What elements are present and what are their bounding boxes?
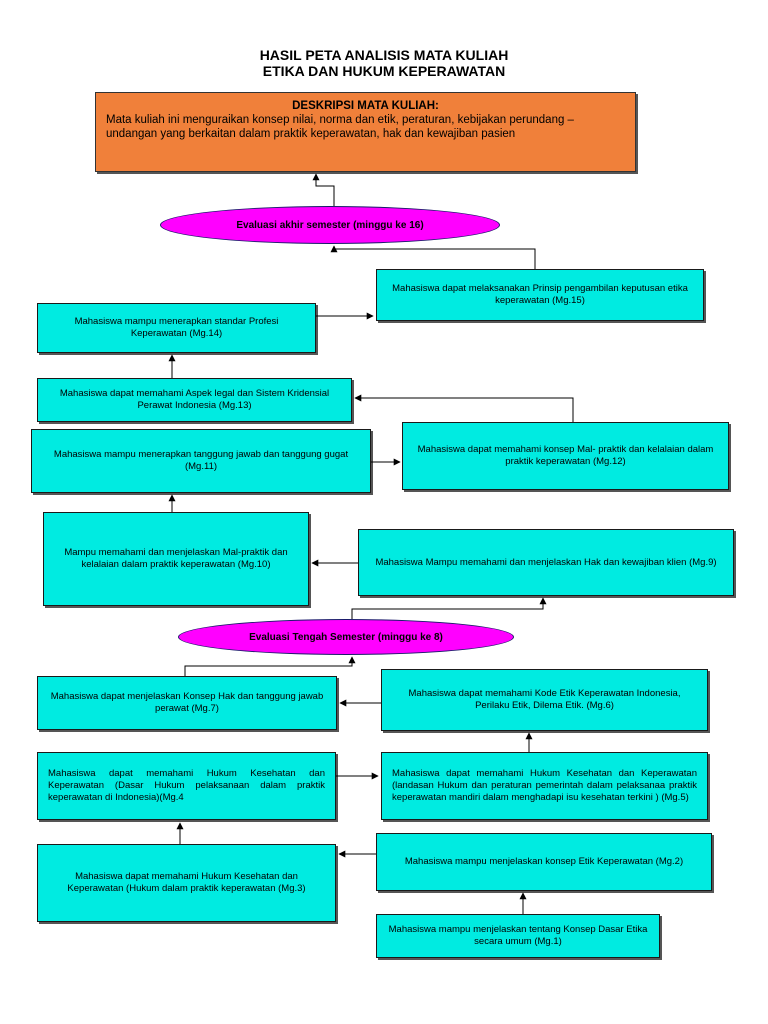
arrow-mg7-to-mid <box>184 656 356 676</box>
outcome-box-mg15: Mahasiswa dapat melaksanakan Prinsip pen… <box>376 269 704 321</box>
outcome-box-mg6: Mahasiswa dapat memahami Kode Etik Keper… <box>381 669 708 731</box>
outcome-text-mg7: Mahasiswa dapat menjelaskan Konsep Hak d… <box>50 691 324 714</box>
outcome-text-mg2: Mahasiswa mampu menjelaskan konsep Etik … <box>404 856 684 867</box>
midterm-exam-label: Evaluasi Tengah Semester (minggu ke 8) <box>249 631 443 643</box>
outcome-text-mg15: Mahasiswa dapat melaksanakan Prinsip pen… <box>392 283 688 306</box>
outcome-box-mg14: Mahasiswa mampu menerapkan standar Profe… <box>37 303 316 353</box>
outcome-box-mg3: Mahasiswa dapat memahami Hukum Kesehatan… <box>37 844 336 922</box>
diagram-title-line2: ETIKA DAN HUKUM KEPERAWATAN <box>262 63 506 79</box>
outcome-box-mg1: Mahasiswa mampu menjelaskan tentang Kons… <box>376 914 660 958</box>
outcome-text-mg3: Mahasiswa dapat memahami Hukum Kesehatan… <box>67 871 306 894</box>
outcome-box-mg4: Mahasiswa dapat memahami Hukum Kesehatan… <box>37 752 336 820</box>
outcome-text-mg4: Mahasiswa dapat memahami Hukum Kesehatan… <box>48 768 325 803</box>
outcome-text-mg13: Mahasiswa dapat memahami Aspek legal dan… <box>59 388 330 411</box>
course-description-box: DESKRIPSI MATA KULIAH: Mata kuliah ini m… <box>95 92 636 172</box>
outcome-text-mg12: Mahasiswa dapat memahami konsep Mal- pra… <box>417 444 714 467</box>
diagram-title-line1: HASIL PETA ANALISIS MATA KULIAH <box>259 47 509 63</box>
outcome-box-mg2: Mahasiswa mampu menjelaskan konsep Etik … <box>376 833 712 891</box>
arrow-mg12-to-mg13 <box>354 394 574 422</box>
final-exam-label: Evaluasi akhir semester (minggu ke 16) <box>236 219 424 231</box>
outcome-box-mg9: Mahasiswa Mampu memahami dan menjelaskan… <box>358 529 734 596</box>
course-description-heading: DESKRIPSI MATA KULIAH: <box>292 100 439 112</box>
midterm-exam-oval: Evaluasi Tengah Semester (minggu ke 8) <box>178 619 514 655</box>
outcome-text-mg6: Mahasiswa dapat memahami Kode Etik Keper… <box>408 688 681 711</box>
outcome-box-mg12: Mahasiswa dapat memahami konsep Mal- pra… <box>402 422 729 490</box>
outcome-box-mg5: Mahasiswa dapat memahami Hukum Kesehatan… <box>381 752 708 820</box>
course-description-text: Mata kuliah ini menguraikan konsep nilai… <box>106 114 574 140</box>
outcome-text-mg1: Mahasiswa mampu menjelaskan tentang Kons… <box>388 924 648 947</box>
arrow-mg15-to-final <box>330 245 536 269</box>
outcome-text-mg5: Mahasiswa dapat memahami Hukum Kesehatan… <box>392 768 697 803</box>
outcome-text-mg11: Mahasiswa mampu menerapkan tanggung jawa… <box>53 449 349 472</box>
outcome-text-mg9: Mahasiswa Mampu memahami dan menjelaskan… <box>375 556 717 568</box>
final-exam-oval: Evaluasi akhir semester (minggu ke 16) <box>160 206 500 244</box>
outcome-text-mg10: Mampu memahami dan menjelaskan Mal-prakt… <box>64 547 288 570</box>
arrow-final-to-description <box>312 173 335 206</box>
outcome-box-mg11: Mahasiswa mampu menerapkan tanggung jawa… <box>31 429 371 493</box>
arrow-mid-to-mg9 <box>351 597 547 619</box>
outcome-box-mg10: Mampu memahami dan menjelaskan Mal-prakt… <box>43 512 309 606</box>
outcome-box-mg13: Mahasiswa dapat memahami Aspek legal dan… <box>37 378 352 422</box>
outcome-text-mg14: Mahasiswa mampu menerapkan standar Profe… <box>74 316 279 339</box>
outcome-box-mg7: Mahasiswa dapat menjelaskan Konsep Hak d… <box>37 676 337 730</box>
